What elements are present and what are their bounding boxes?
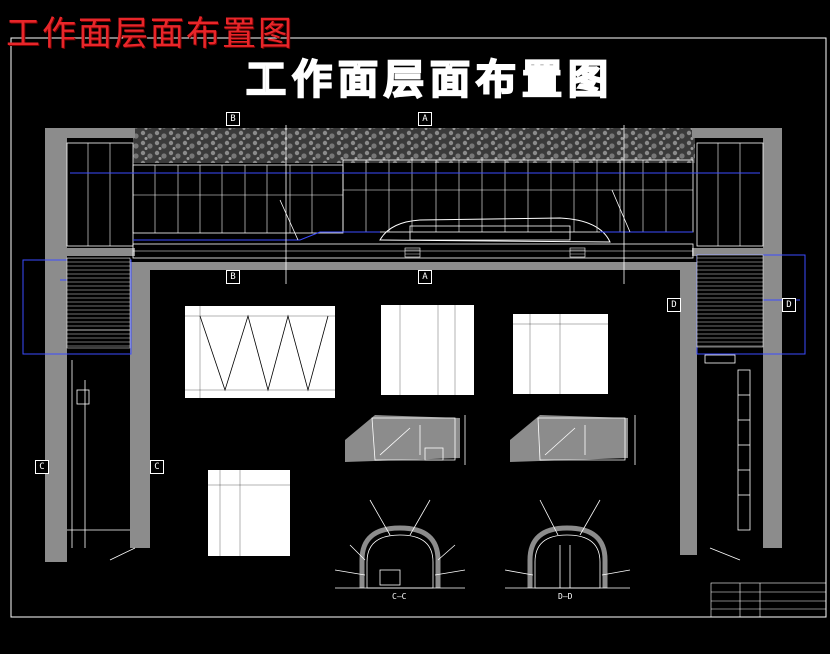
section-marker-b-top: B — [226, 112, 240, 126]
labor-organization-table — [208, 470, 290, 556]
section-c-c — [334, 499, 466, 589]
section-marker-d-right: D — [782, 298, 796, 312]
section-marker-b-bottom: B — [226, 270, 240, 284]
section-caption-c: C—C — [392, 592, 407, 601]
section-marker-c-left: C — [35, 460, 49, 474]
section-d-d — [504, 499, 631, 589]
section-marker-a-bottom: A — [418, 270, 432, 284]
left-roadway-stack — [66, 257, 131, 349]
shearer — [379, 217, 611, 243]
section-marker-d-left: D — [667, 298, 681, 312]
support-side-view-1 — [345, 415, 466, 465]
section-marker-a-top: A — [418, 112, 432, 126]
title-block — [710, 582, 827, 618]
support-dividers — [87, 143, 741, 246]
cycle-chart-table — [185, 306, 335, 398]
drawing-border — [10, 37, 827, 618]
overlay-title: 工作面层面布置图 — [6, 14, 294, 54]
roadway-walls — [45, 128, 782, 548]
equipment-table — [381, 305, 474, 395]
technical-indicators-table — [513, 314, 608, 394]
drawing-title: 工作面层面布置图 — [245, 57, 614, 103]
right-roadway-stack — [696, 254, 764, 348]
support-side-view-2 — [510, 415, 636, 465]
section-marker-c-right: C — [150, 460, 164, 474]
section-caption-d: D—D — [558, 592, 573, 601]
gob-rock-zone — [133, 128, 695, 163]
hydraulic-supports — [66, 142, 764, 247]
